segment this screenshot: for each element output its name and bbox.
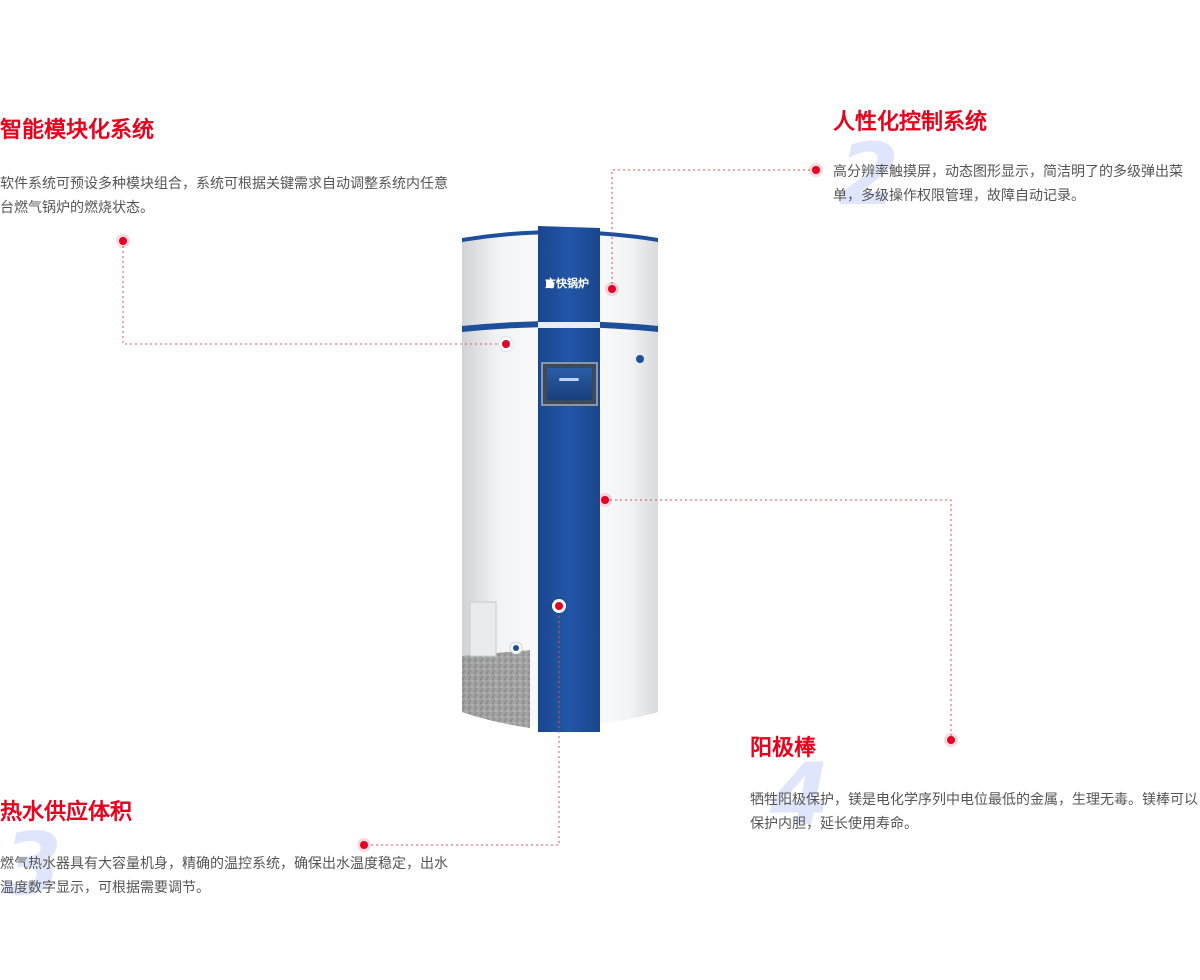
- leader-line-control: [611, 169, 816, 289]
- feature-number: 3: [2, 815, 62, 915]
- feature-title: 阳极棒: [750, 736, 817, 761]
- feature-number: 4: [770, 745, 830, 845]
- feature-control-system: 2 人性化控制系统 高分辨率触摸屏，动态图形显示，简洁明了的多级弹出菜单，多级操…: [833, 108, 1200, 218]
- marker-dot: [360, 841, 368, 849]
- feature-description: 高分辨率触摸屏，动态图形显示，简洁明了的多级弹出菜单，多级操作权限管理，故障自动…: [833, 164, 1183, 204]
- marker-dot: [119, 237, 127, 245]
- base-texture: [462, 650, 530, 728]
- leader-line-anode: [605, 499, 952, 740]
- front-panel: [538, 226, 600, 732]
- feature-description: 牺牲阳极保护，镁是电化学序列中电位最低的金属，生理无毒。镁棒可以保护内胆，延长使…: [750, 792, 1198, 832]
- feature-description: 燃气热水器具有大容量机身，精确的温控系统，确保出水温度稳定，出水温度数字显示，可…: [0, 856, 448, 896]
- hotspot-anode[interactable]: [601, 496, 609, 504]
- feature-description: 软件系统可预设多种模块组合，系统可根据关键需求自动调整系统内任意台燃气锅炉的燃烧…: [0, 176, 448, 216]
- feature-anode-rod: 4 阳极棒 牺牲阳极保护，镁是电化学序列中电位最低的金属，生理无毒。镁棒可以保护…: [750, 734, 1200, 845]
- touch-screen: [541, 362, 598, 406]
- hotspot-capacity[interactable]: [555, 602, 563, 610]
- feature-number: 2: [839, 125, 899, 225]
- feature-title: 人性化控制系统: [833, 110, 988, 135]
- feature-modular-system: 智能模块化系统 软件系统可预设多种模块组合，系统可根据关键需求自动调整系统内任意…: [0, 116, 460, 220]
- leader-line-modular: [122, 241, 506, 345]
- marker-dot: [947, 736, 955, 744]
- brand-label: 方快锅炉: [545, 277, 589, 290]
- feature-title: 热水供应体积: [0, 800, 133, 825]
- feature-water-capacity: 3 热水供应体积 燃气热水器具有大容量机身，精确的温控系统，确保出水温度稳定，出…: [0, 798, 460, 908]
- feature-title: 智能模块化系统: [0, 118, 155, 143]
- marker-dot: [812, 166, 820, 174]
- hotspot-control[interactable]: [608, 285, 616, 293]
- hotspot-modular[interactable]: [502, 340, 510, 348]
